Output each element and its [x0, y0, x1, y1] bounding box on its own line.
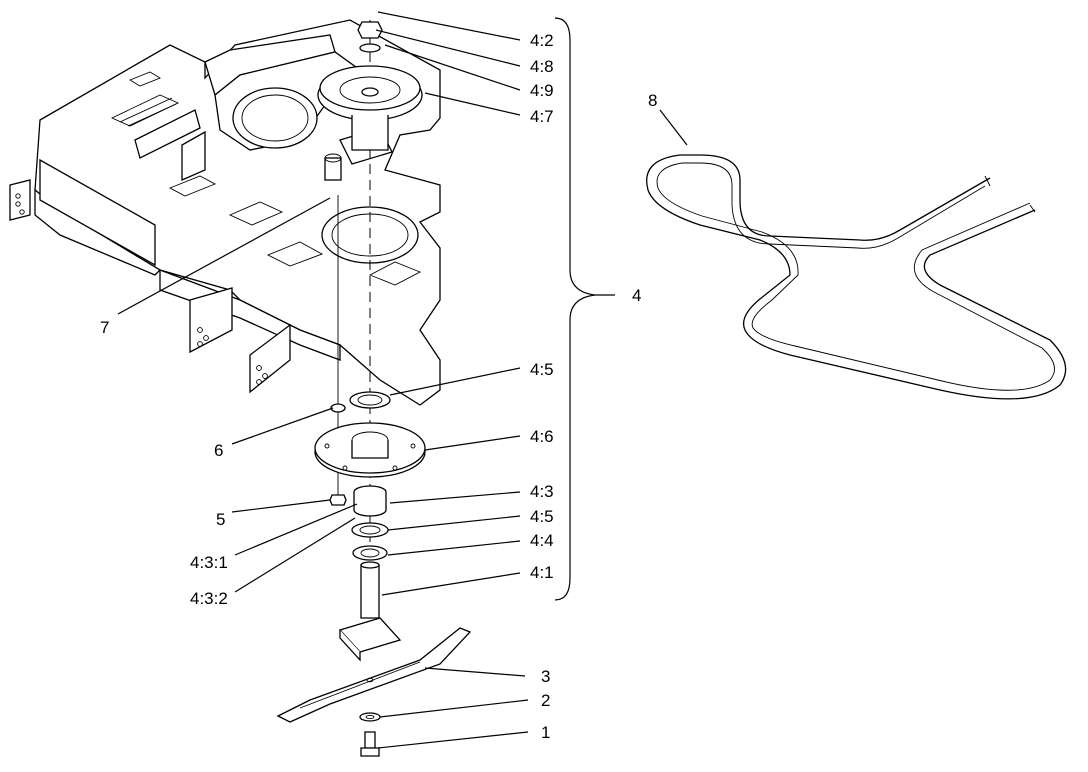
- callout-5: 5: [216, 510, 225, 529]
- callout-7: 7: [100, 318, 109, 337]
- seal-4-5-top: [349, 391, 391, 409]
- callout-4-8: 4:8: [530, 57, 554, 76]
- washer-6: [330, 403, 346, 413]
- callout-labels: 4:2 4:8 4:9 4:7 8 4 7 4:5 6 4:6 4:3 5 4:…: [100, 31, 657, 742]
- callout-4: 4: [632, 286, 641, 305]
- drive-belt: [646, 154, 1067, 400]
- callout-4-2: 4:2: [530, 31, 554, 50]
- callout-4-7: 4:7: [530, 107, 554, 126]
- callout-6: 6: [214, 441, 223, 460]
- callout-4-3: 4:3: [530, 482, 554, 501]
- callout-3: 3: [541, 667, 550, 686]
- callout-4-6: 4:6: [530, 427, 554, 446]
- spindle-shaft-4-1: [360, 564, 380, 619]
- washer-2: [359, 712, 381, 722]
- callout-4-4: 4:4: [530, 531, 554, 550]
- bearing-4-4: [352, 545, 388, 561]
- callout-4-3-1: 4:3:1: [190, 553, 228, 572]
- nut-5: [329, 494, 347, 506]
- callout-2: 2: [541, 691, 550, 710]
- nut-4-2: [357, 21, 383, 39]
- callout-8: 8: [648, 91, 657, 110]
- spindle-parts: [276, 21, 472, 757]
- washer-4-8: [359, 43, 381, 53]
- callout-4-5-bottom: 4:5: [530, 507, 554, 526]
- callout-4-9: 4:9: [530, 81, 554, 100]
- bolt-1: [364, 731, 376, 749]
- callout-4-5-top: 4:5: [530, 360, 554, 379]
- callout-1: 1: [541, 723, 550, 742]
- leader-lines: [117, 11, 688, 749]
- mower-deck-housing: [9, 19, 441, 406]
- callout-4-1: 4:1: [530, 563, 554, 582]
- group-4-bracket: [554, 17, 596, 601]
- seal-4-5-bottom: [351, 522, 389, 538]
- callout-4-3-2: 4:3:2: [190, 589, 228, 608]
